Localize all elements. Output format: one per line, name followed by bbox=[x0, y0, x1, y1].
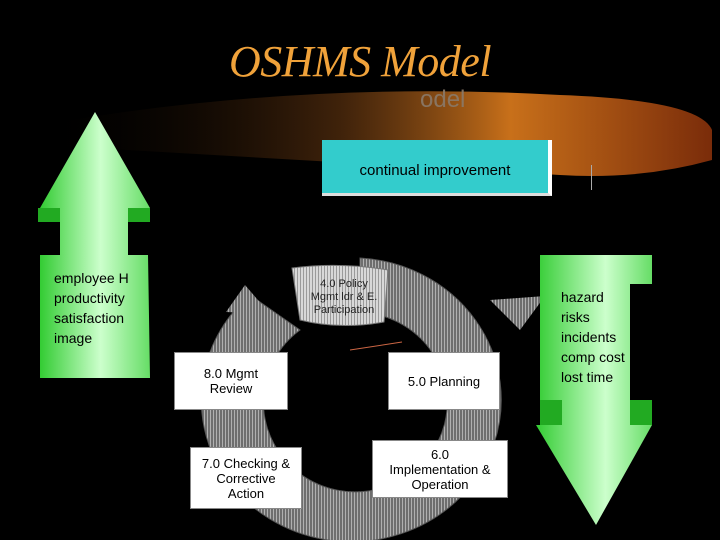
policy-scroll bbox=[291, 264, 389, 327]
left-up-arrow bbox=[38, 112, 150, 378]
page-title: OSHMS Model bbox=[228, 37, 492, 86]
checking-label: 7.0 Checking & Corrective Action bbox=[201, 455, 291, 501]
implementation-box: 6.0 Implementation & Operation bbox=[372, 440, 508, 498]
left-arrow-text: employee H productivity satisfaction ima… bbox=[54, 270, 129, 346]
continual-improvement-label: continual improvement bbox=[359, 162, 511, 179]
continual-improvement-box: continual improvement bbox=[322, 140, 552, 196]
right-arrow-text: hazard risks incidents comp cost lost ti… bbox=[561, 289, 625, 385]
implementation-label: 6.0 Implementation & Operation bbox=[389, 446, 491, 492]
planning-label: 5.0 Planning bbox=[407, 373, 481, 389]
mgmt-review-box: 8.0 Mgmt Review bbox=[174, 352, 288, 410]
divider-line bbox=[591, 165, 592, 190]
policy-label: 4.0 Policy Mgmt ldr & E. Participation bbox=[310, 278, 378, 316]
ghost-title: odel bbox=[420, 86, 466, 113]
mgmt-review-label: 8.0 Mgmt Review bbox=[203, 366, 259, 396]
connector-line bbox=[349, 341, 403, 351]
planning-box: 5.0 Planning bbox=[388, 352, 500, 410]
checking-box: 7.0 Checking & Corrective Action bbox=[190, 447, 302, 509]
right-down-arrow bbox=[536, 255, 652, 525]
